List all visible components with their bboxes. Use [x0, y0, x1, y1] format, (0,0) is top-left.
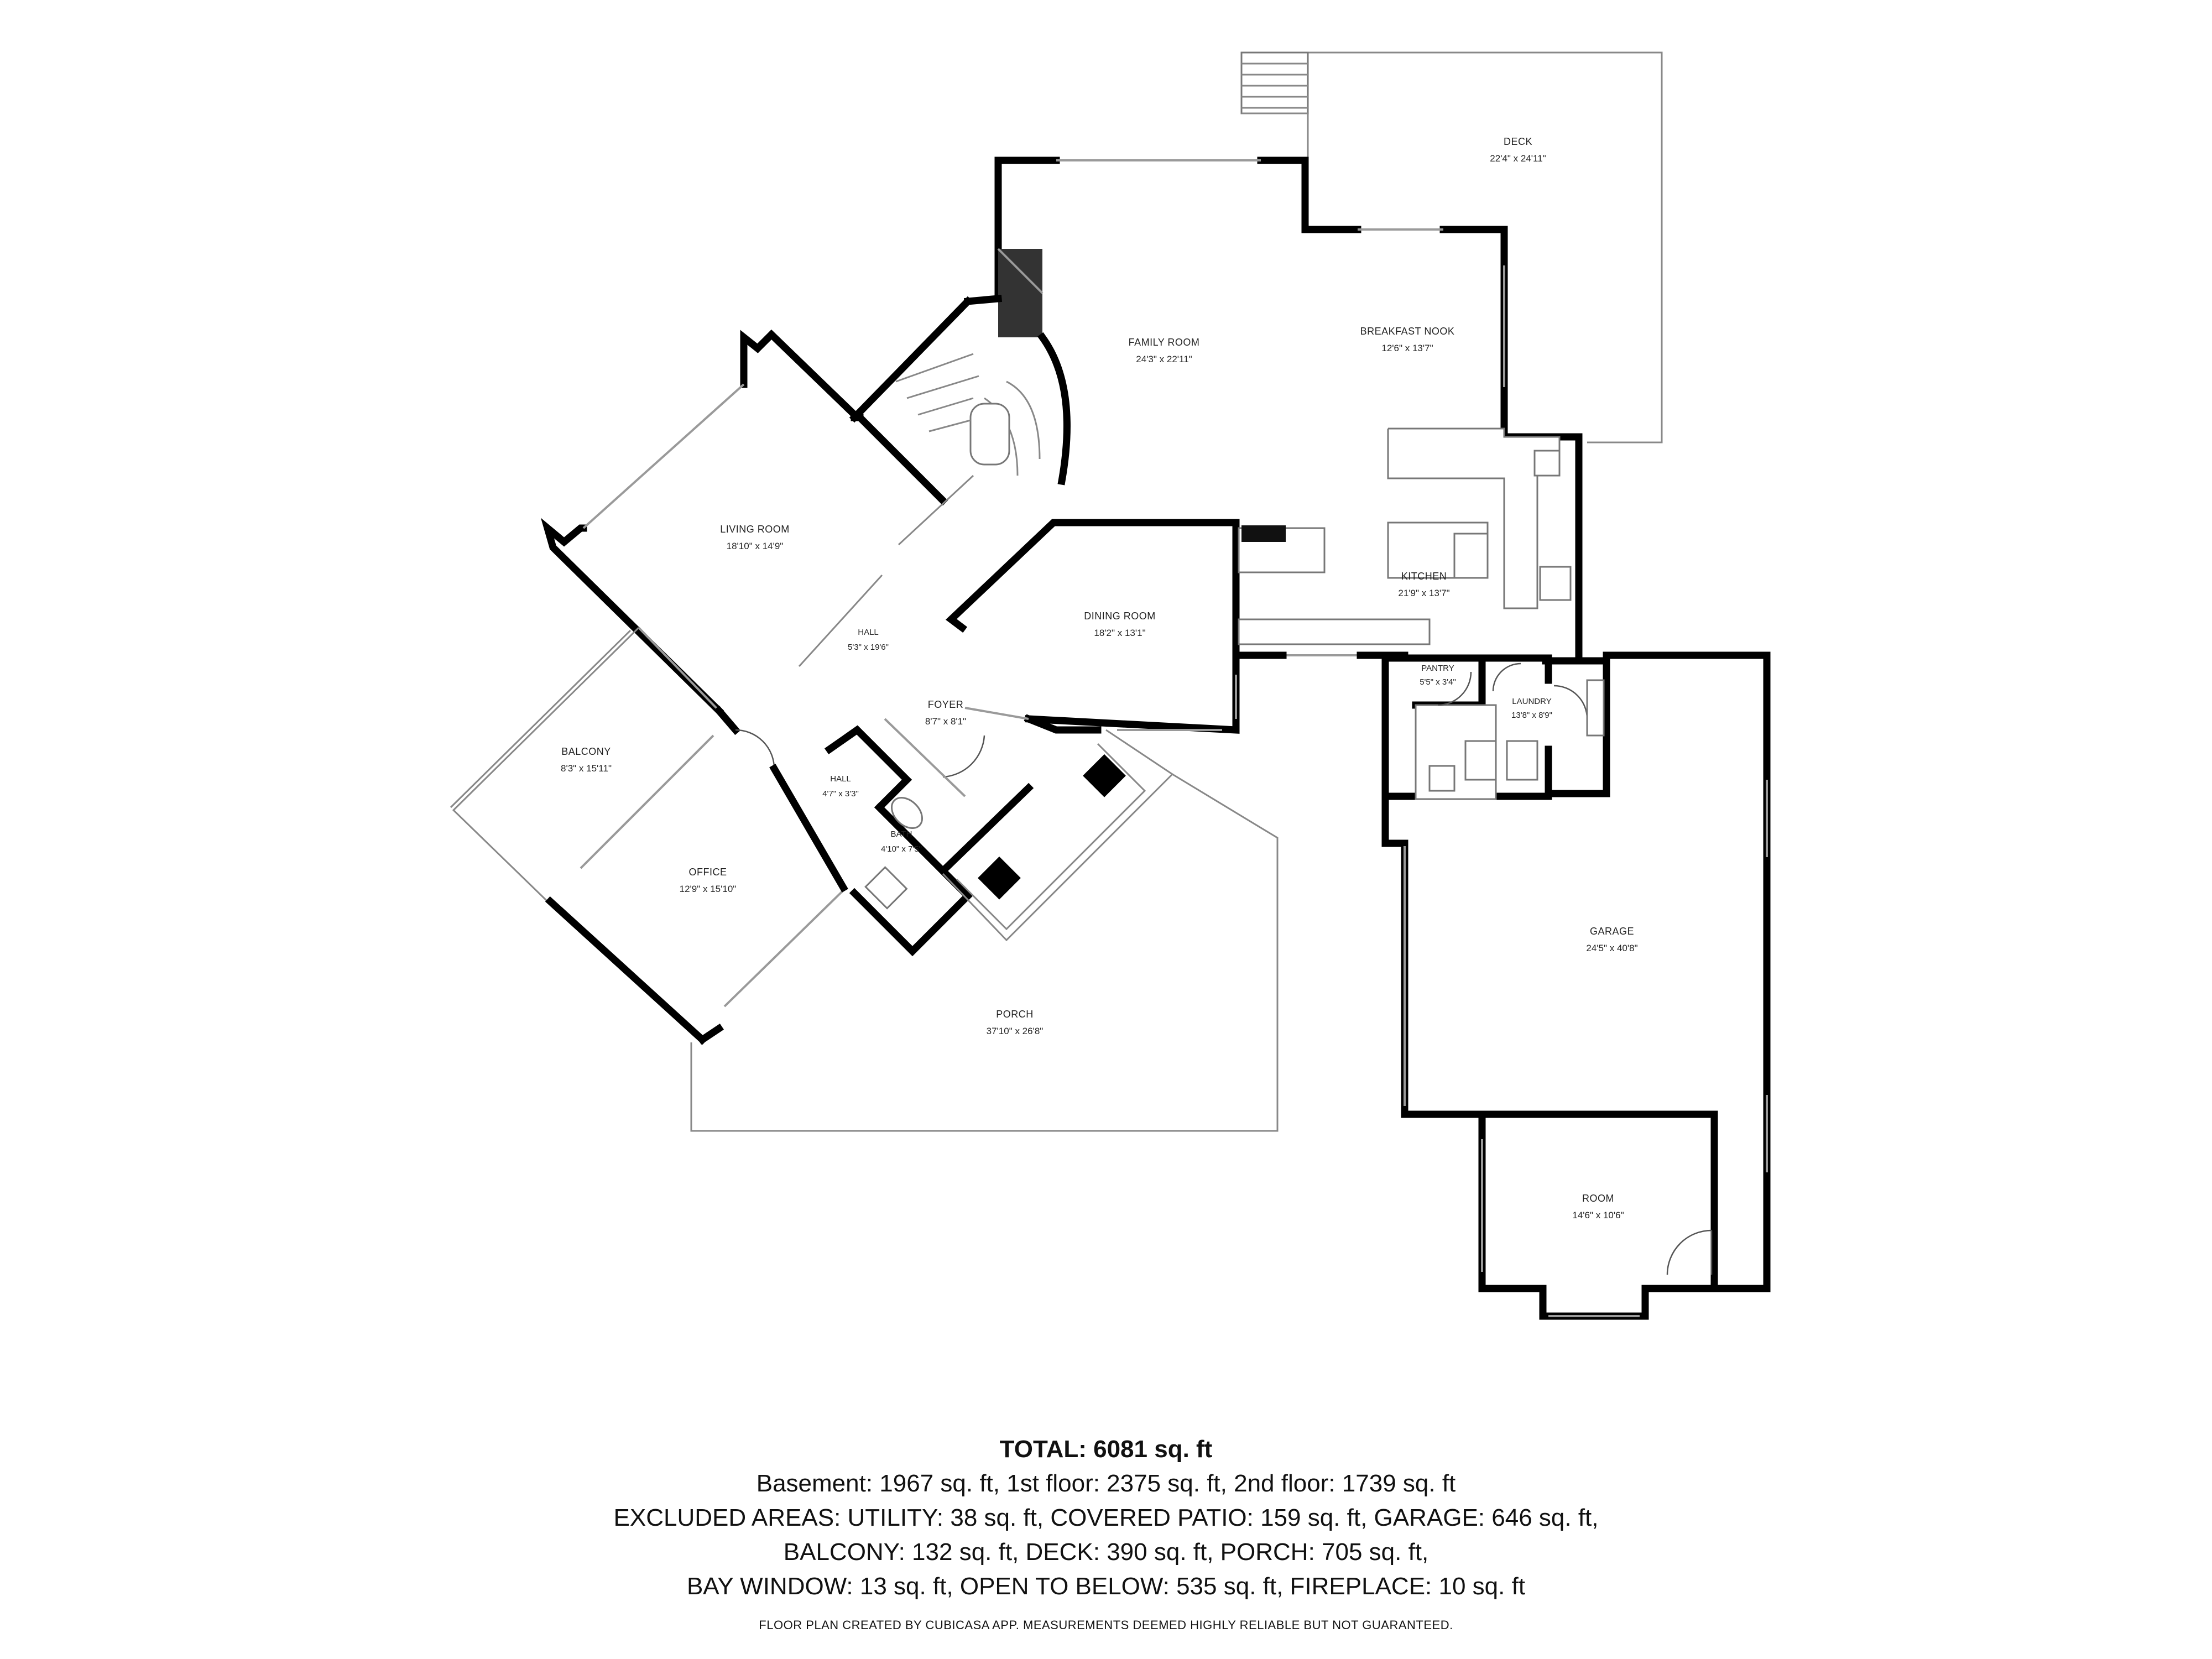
excluded-areas-line-2: BALCONY: 132 sq. ft, DECK: 390 sq. ft, P…	[783, 1538, 1429, 1566]
dining-room-walls	[945, 519, 1240, 734]
dining-room-name: DINING ROOM	[1084, 611, 1156, 622]
office-walls	[545, 705, 844, 1045]
floor-areas: Basement: 1967 sq. ft, 1st floor: 2375 s…	[756, 1470, 1456, 1497]
excluded-areas-line-3: BAY WINDOW: 13 sq. ft, OPEN TO BELOW: 53…	[686, 1573, 1526, 1600]
hall-main-name: HALL	[858, 628, 879, 637]
room-dims: 14'6" x 10'6"	[1572, 1210, 1624, 1220]
garage-dims: 24'5" x 40'8"	[1586, 943, 1637, 953]
breakfast-nook-name: BREAKFAST NOOK	[1360, 326, 1455, 337]
foyer-name: FOYER	[928, 699, 964, 710]
kitchen-walls	[1232, 427, 1583, 659]
family-room-name: FAMILY ROOM	[1129, 337, 1200, 348]
breakfast-nook-dims: 12'6" x 13'7"	[1381, 343, 1433, 353]
office-name: OFFICE	[689, 867, 727, 878]
hall-small-name: HALL	[830, 774, 851, 784]
disclaimer-footer: FLOOR PLAN CREATED BY CUBICASA APP. MEAS…	[759, 1618, 1453, 1632]
office-dims: 12'9" x 15'10"	[680, 884, 737, 894]
porch-name: PORCH	[996, 1009, 1034, 1020]
garage-walls	[1381, 651, 1771, 1292]
foyer-dims: 8'7" x 8'1"	[925, 716, 966, 727]
family-room-walls	[851, 156, 1508, 441]
laundry-name: LAUNDRY	[1512, 697, 1551, 706]
balcony-dims: 8'3" x 15'11"	[561, 763, 612, 774]
deck-dims: 22'4" x 24'11"	[1490, 153, 1546, 164]
room-walls	[1478, 1110, 1718, 1320]
balcony-outline	[450, 627, 640, 902]
deck-name: DECK	[1504, 136, 1532, 147]
staircase	[849, 294, 1071, 506]
total-area: TOTAL: 6081 sq. ft	[999, 1436, 1213, 1463]
laundry-dims: 13'8" x 8'9"	[1511, 711, 1552, 720]
living-room-dims: 18'10" x 14'9"	[727, 541, 784, 551]
living-room-name: LIVING ROOM	[720, 524, 790, 535]
covered-patio	[942, 729, 1174, 942]
balcony-name: BALCONY	[561, 746, 611, 757]
room-labels: DECK 22'4" x 24'11" FAMILY ROOM 24'3" x …	[561, 136, 1638, 1220]
garage-name: GARAGE	[1590, 926, 1634, 937]
porch-dims: 37'10" x 26'8"	[987, 1026, 1044, 1036]
bath-walls	[769, 725, 973, 957]
family-room-dims: 24'3" x 22'11"	[1136, 354, 1192, 364]
kitchen-dims: 21'9" x 13'7"	[1398, 588, 1449, 598]
kitchen-name: KITCHEN	[1401, 571, 1447, 582]
hall-openings	[798, 474, 974, 667]
laundry-walls	[1381, 654, 1610, 800]
pantry-dims: 5'5" x 3'4"	[1420, 677, 1456, 687]
hall-small-dims: 4'7" x 3'3"	[822, 789, 859, 799]
hall-main-dims: 5'3" x 19'6"	[848, 643, 889, 652]
living-room-walls	[540, 329, 857, 716]
area-summary: TOTAL: 6081 sq. ft Basement: 1967 sq. ft…	[0, 1432, 2212, 1632]
deck-outline	[1240, 51, 1663, 444]
bath-name: BATH	[891, 830, 912, 839]
pantry-name: PANTRY	[1421, 664, 1454, 673]
dining-room-dims: 18'2" x 13'1"	[1094, 628, 1145, 638]
room-name: ROOM	[1582, 1193, 1614, 1204]
porch-outline	[690, 773, 1279, 1132]
bath-dims: 4'10" x 7'5"	[881, 844, 922, 854]
excluded-areas-line-1: EXCLUDED AREAS: UTILITY: 38 sq. ft, COVE…	[613, 1504, 1599, 1531]
